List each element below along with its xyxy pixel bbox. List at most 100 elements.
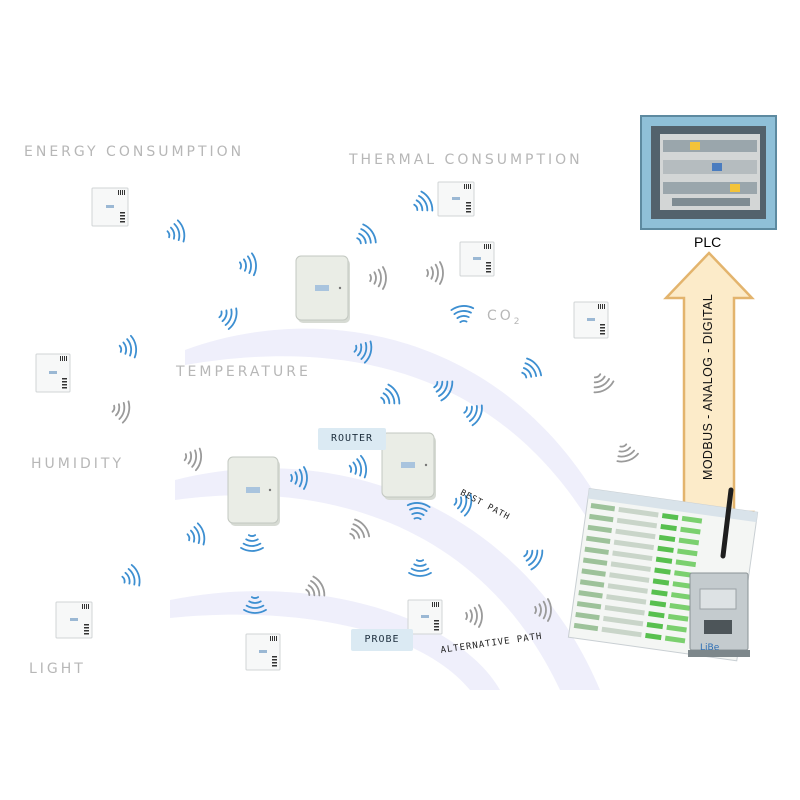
screenshot-rows: [573, 503, 703, 644]
screenshot-row: [575, 611, 600, 621]
arc-mid: [175, 468, 600, 690]
screenshot-cell: [651, 589, 668, 597]
router-box-icon: [227, 456, 280, 526]
screenshot-cell: [618, 506, 659, 518]
wifi-wave-icon: [450, 305, 475, 324]
screenshot-cell: [680, 526, 701, 535]
wifi-wave-icon: [348, 454, 368, 479]
wifi-wave-icon: [243, 596, 267, 614]
screenshot-cell: [678, 537, 700, 546]
sensor-probe-icon: [35, 353, 71, 393]
sensors: [35, 181, 609, 671]
path-arcs: [170, 328, 610, 690]
screenshot-cell: [666, 624, 687, 633]
wifi-wave-icon: [465, 604, 483, 628]
screenshot-row: [576, 601, 602, 610]
wifi-wave-icon: [238, 252, 257, 277]
screenshot-cell: [613, 539, 655, 551]
label-energy-consumption: ENERGY CONSUMPTION: [24, 144, 245, 160]
wifi-wave-icon: [369, 266, 387, 290]
wifi-wave-icon: [413, 190, 434, 212]
wifi-wave-icon: [523, 549, 544, 571]
screenshot-cell: [658, 534, 676, 543]
wifi-wave-icon: [305, 575, 326, 597]
screenshot-cell: [681, 515, 703, 524]
sensor-probe-icon: [407, 599, 443, 635]
screenshot-cell: [604, 604, 645, 616]
wifi-wave-icon: [616, 443, 639, 463]
probe-tag: PROBE: [351, 629, 413, 651]
screenshot-cell: [601, 626, 642, 638]
screenshot-cell: [667, 613, 689, 622]
wifi-wave-icon: [453, 493, 473, 517]
screenshot-cell: [615, 528, 656, 540]
screenshot-cell: [603, 615, 644, 627]
wifi-wave-icon: [534, 598, 552, 622]
wifi-wave-icon: [111, 400, 131, 424]
screenshot-row: [587, 524, 613, 534]
screenshot-cell: [606, 594, 647, 605]
screenshot-cell: [610, 561, 651, 572]
screenshot-row: [590, 503, 616, 512]
screenshot-row: [578, 590, 603, 599]
router-box-icon: [295, 255, 350, 323]
label-light: LIGHT: [29, 661, 86, 677]
label-temperature: TEMPERATURE: [176, 364, 311, 380]
sensor-probe-icon: [91, 187, 129, 227]
wifi-wave-icon: [118, 334, 138, 359]
screenshot-cell: [646, 621, 664, 630]
wifi-wave-icon: [166, 219, 186, 243]
screenshot-cell: [609, 572, 650, 583]
wifi-wave-icon: [433, 380, 454, 402]
sensor-probe-icon: [573, 301, 609, 339]
router-tag: ROUTER: [318, 428, 386, 450]
screenshot-row: [589, 513, 614, 523]
wifi-wave-icon: [186, 522, 206, 546]
protocols-label: MODBUS - ANALOG - DIGITAL: [701, 293, 715, 480]
sensor-probe-icon: [459, 241, 495, 277]
screenshot-cell: [648, 611, 665, 619]
label-co2: CO2: [487, 308, 520, 327]
screenshot-row: [586, 535, 611, 545]
wifi-wave-icon: [593, 373, 615, 394]
screenshot-cell: [655, 556, 673, 564]
wifi-wave-icon: [380, 383, 401, 405]
screenshot-row: [579, 579, 605, 588]
wifi-wave-icon: [218, 307, 238, 330]
screenshot-cell: [669, 602, 690, 611]
wifi-wave-icon: [121, 564, 141, 587]
routers: [227, 255, 436, 526]
signal-waves: [111, 190, 639, 628]
screenshot-cell: [657, 545, 674, 553]
wifi-wave-icon: [408, 559, 432, 577]
plc-label: PLC: [694, 234, 722, 250]
screenshot-row: [581, 568, 606, 577]
label-co2-sub: 2: [513, 316, 520, 327]
sensor-probe-icon: [245, 633, 281, 671]
screenshot-cell: [660, 523, 677, 532]
plc-cabinet-icon: [640, 115, 777, 230]
screenshot-cell: [645, 632, 662, 641]
screenshot-row: [573, 622, 599, 632]
arc-best-path: [185, 328, 610, 540]
screenshot-cell: [654, 567, 671, 575]
sensor-probe-icon: [437, 181, 475, 217]
label-co2-main: CO: [487, 308, 514, 324]
router-box-icon: [381, 432, 436, 500]
screenshot-cell: [612, 550, 653, 562]
screenshot-cell: [677, 548, 698, 557]
screenshot-cell: [607, 583, 648, 594]
wifi-wave-icon: [426, 261, 444, 285]
screenshot-cell: [649, 600, 667, 608]
screenshot-row: [584, 546, 609, 555]
wifi-wave-icon: [353, 340, 373, 364]
screenshot-cell: [616, 517, 658, 529]
wifi-wave-icon: [356, 223, 377, 245]
wifi-wave-icon: [183, 447, 203, 472]
screenshot-cell: [661, 513, 679, 521]
arc-alternative-path: [170, 591, 500, 690]
screenshot-row: [582, 557, 608, 566]
screenshot-cell: [670, 592, 692, 600]
wifi-wave-icon: [240, 534, 264, 552]
